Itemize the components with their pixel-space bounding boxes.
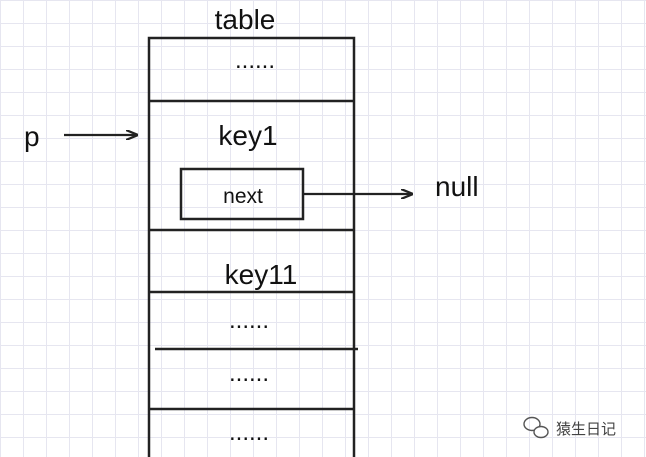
wechat-icon <box>523 416 549 439</box>
table-frame <box>147 36 356 457</box>
watermark: 猿生日记 <box>523 416 616 439</box>
pointer-p-label: p <box>24 121 40 152</box>
table-label: table <box>215 4 276 35</box>
watermark-text: 猿生日记 <box>556 421 616 438</box>
row-0-ellipsis: ...... <box>235 47 275 74</box>
row-3-ellipsis: ...... <box>229 307 269 334</box>
key1-label: key1 <box>218 120 277 151</box>
null-label: null <box>435 171 479 202</box>
row-5-ellipsis: ...... <box>229 419 269 446</box>
row-4-ellipsis: ...... <box>229 360 269 387</box>
next-field-label: next <box>223 185 263 208</box>
key11-label: key11 <box>225 259 298 290</box>
row-dividers <box>149 99 358 411</box>
